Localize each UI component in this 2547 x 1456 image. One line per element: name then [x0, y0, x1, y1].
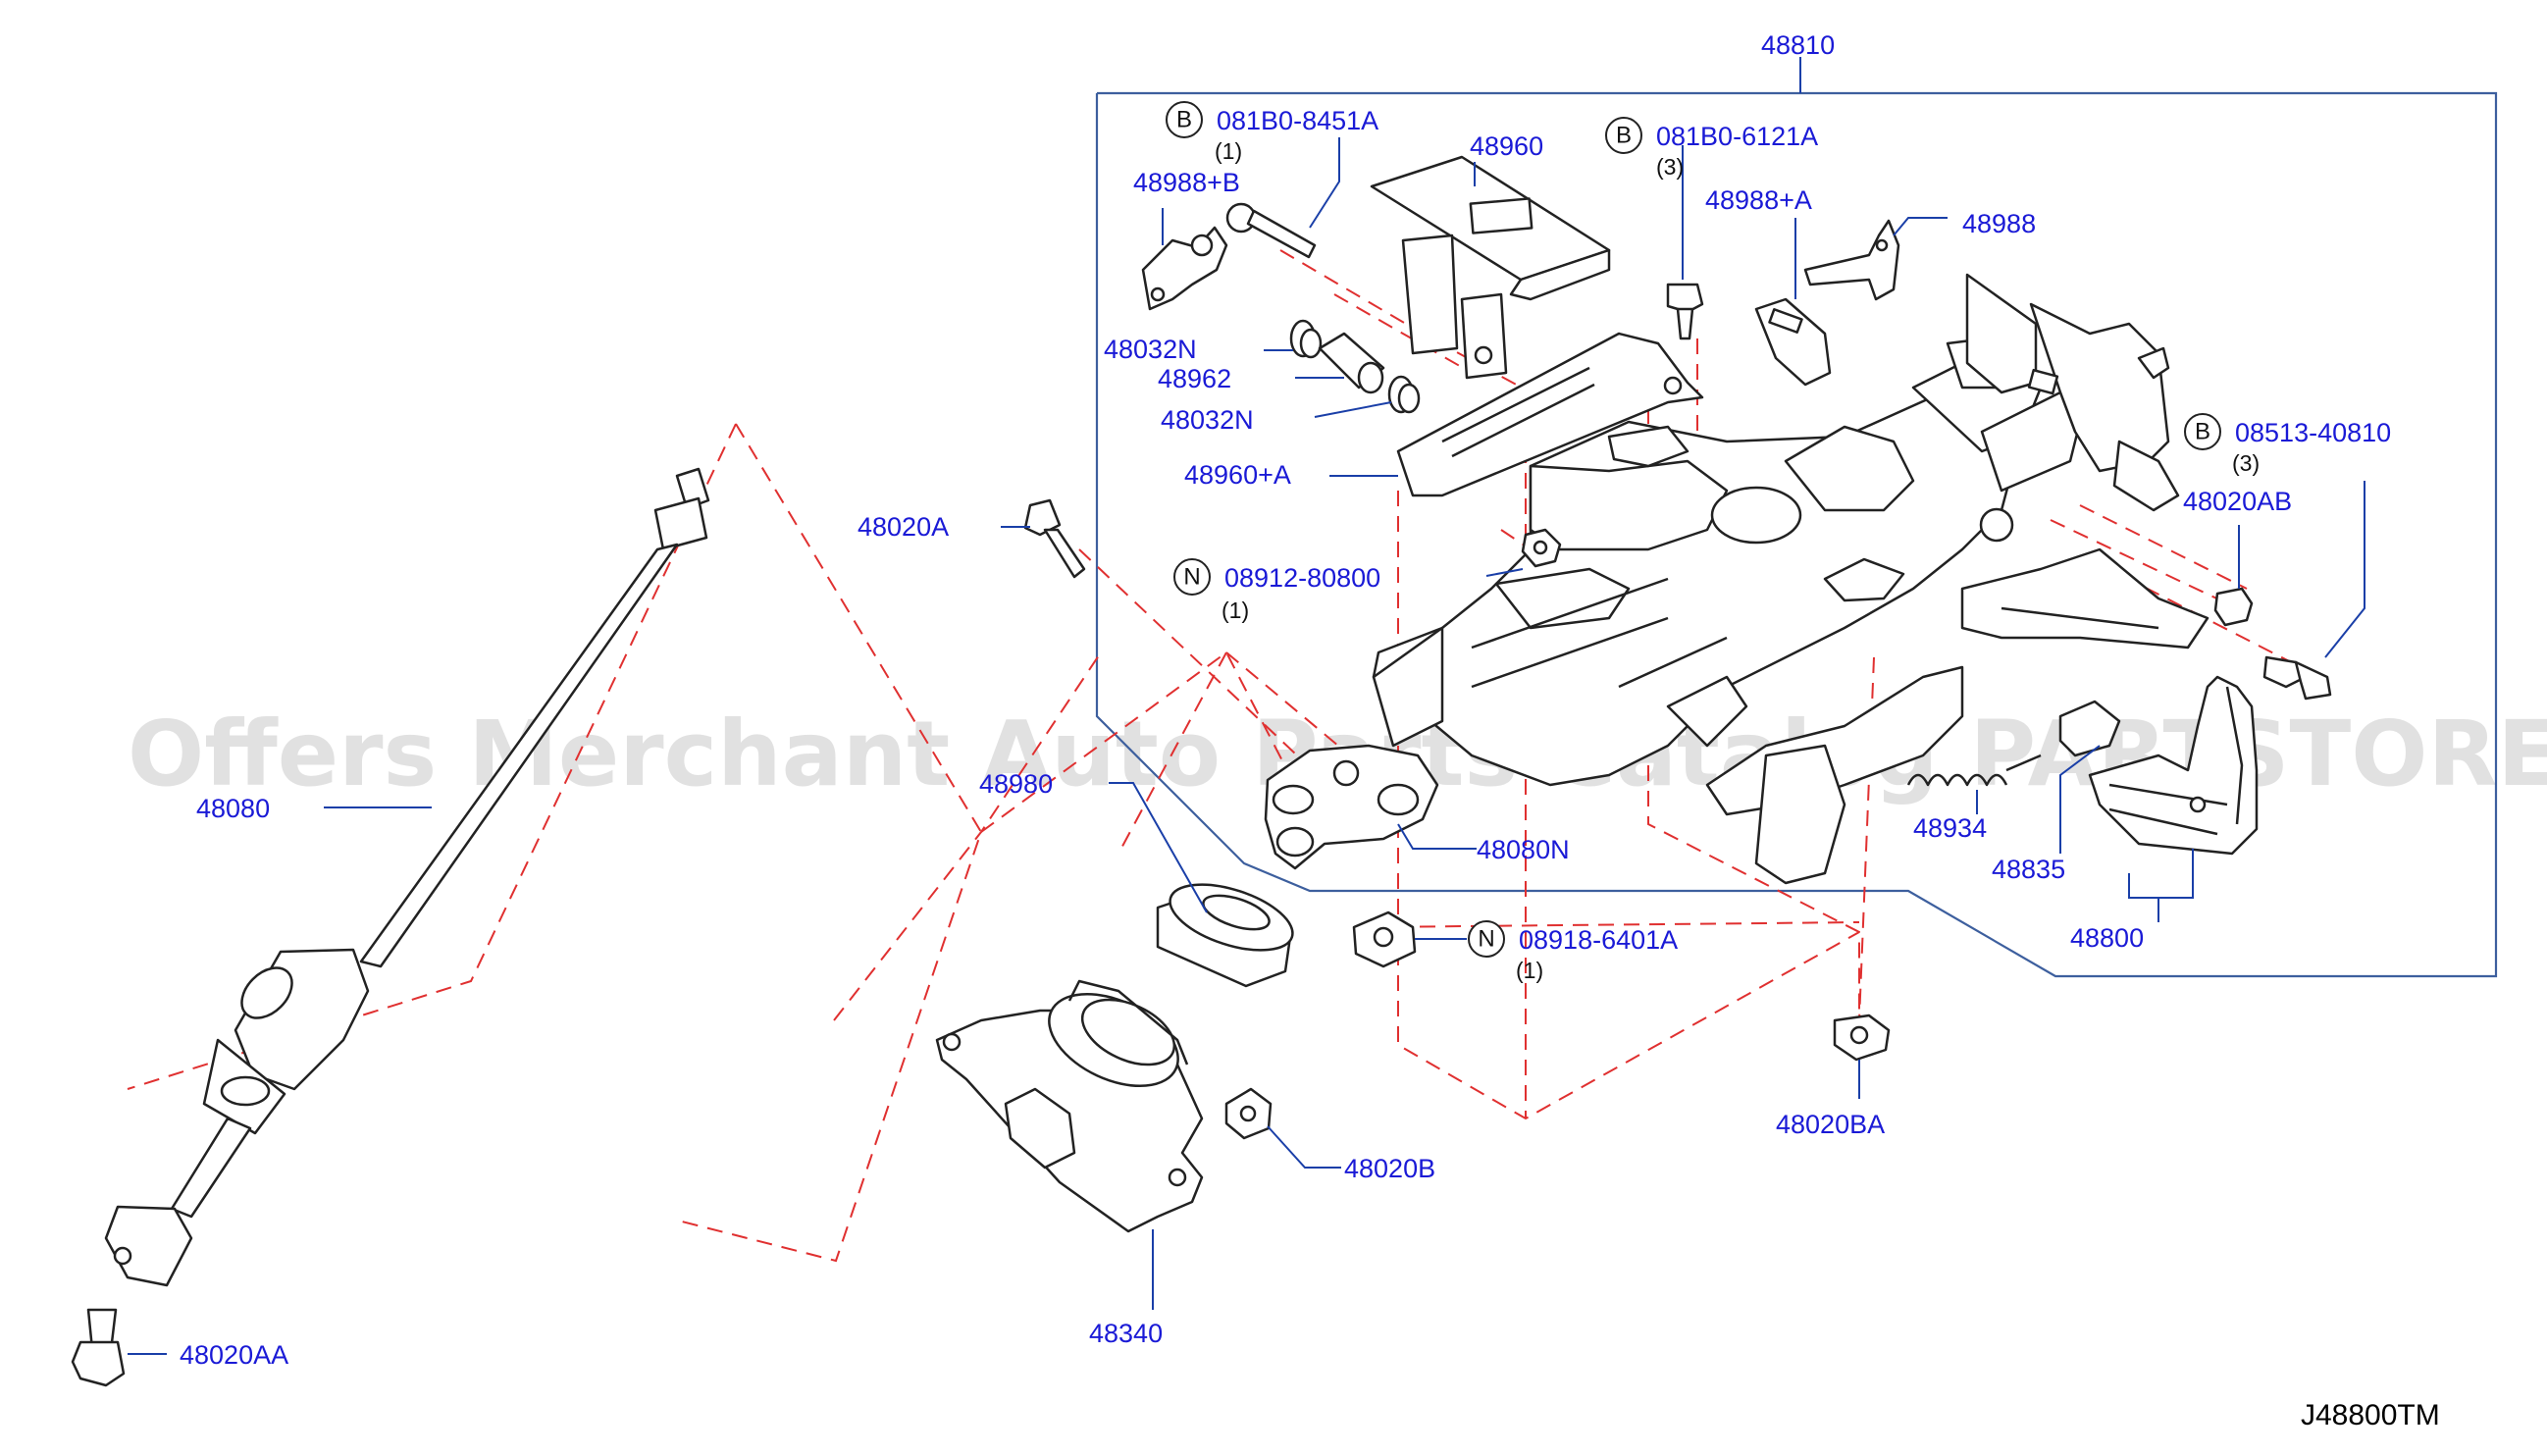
- fastener-callout-f4: N 08912-80800 (1): [1173, 558, 1380, 623]
- nut-symbol-icon: [1468, 920, 1505, 958]
- bracket-48988-plus-b: [1141, 226, 1228, 311]
- fastener-symbol: B: [2195, 419, 2210, 445]
- nut-08918-6401a: [1352, 910, 1417, 968]
- label-48988-plus-a: 48988+A: [1705, 185, 1812, 215]
- label-48835: 48835: [1992, 855, 2065, 884]
- nut-08912-80800: [1521, 528, 1562, 568]
- label-48032n-bottom: 48032N: [1161, 405, 1254, 435]
- lock-lever-48800: [2088, 675, 2259, 856]
- bracket-48960: [1370, 155, 1611, 380]
- label-48962: 48962: [1158, 364, 1231, 393]
- label-48020b: 48020B: [1344, 1154, 1435, 1183]
- label-48340: 48340: [1089, 1319, 1163, 1348]
- bolt-symbol-icon: [2184, 413, 2221, 450]
- leader-f4: [1485, 568, 1524, 577]
- bracket-48960-plus-a: [1396, 332, 1704, 497]
- seal-48980: [1156, 883, 1294, 988]
- fastener-qty: (1): [1215, 138, 1242, 164]
- label-48960-plus-a: 48960+A: [1184, 460, 1291, 490]
- leader-48980: [1109, 782, 1208, 913]
- leader-f3: [2324, 481, 2365, 658]
- label-48980: 48980: [979, 769, 1053, 799]
- label-48960: 48960: [1470, 131, 1543, 161]
- fastener-qty: (1): [1222, 598, 1249, 623]
- fastener-qty: (3): [2232, 450, 2260, 476]
- assembly-frame-48810: [1095, 91, 2498, 978]
- fastener-code: 081B0-8451A: [1217, 106, 1378, 135]
- bolt-48020a: [1023, 498, 1086, 579]
- bolt-symbol-icon: [1605, 117, 1642, 154]
- fastener-code: 081B0-6121A: [1656, 122, 1818, 151]
- leader-48032n-bottom: [1314, 401, 1392, 418]
- label-48020ab: 48020AB: [2183, 487, 2292, 516]
- leader-48080n: [1397, 823, 1477, 850]
- fastener-qty: (1): [1516, 958, 1543, 983]
- boot-48340: [935, 979, 1204, 1233]
- nut-48020b: [1224, 1087, 1273, 1140]
- label-48020aa: 48020AA: [180, 1340, 288, 1370]
- label-48080n: 48080N: [1477, 835, 1570, 864]
- nut-48020ab: [2213, 587, 2254, 627]
- clip-48988-plus-a: [1754, 297, 1832, 387]
- lever-48835: [2058, 700, 2121, 757]
- label-48020ba: 48020BA: [1776, 1110, 1885, 1139]
- label-48032n-top: 48032N: [1104, 335, 1197, 364]
- leader-f1: [1309, 137, 1340, 229]
- leader-48020b: [1267, 1125, 1341, 1169]
- bolt-08513-40810: [2262, 655, 2332, 701]
- fastener-qty: (3): [1656, 154, 1684, 180]
- fastener-callout-f2: B 081B0-6121A (3): [1605, 117, 1818, 180]
- bracket-48988: [1803, 219, 1900, 301]
- label-48934: 48934: [1913, 813, 1987, 843]
- label-48080: 48080: [196, 794, 270, 823]
- fastener-symbol: B: [1176, 107, 1192, 133]
- fastener-symbol: B: [1616, 123, 1632, 149]
- diagram-code: J48800TM: [2301, 1399, 2440, 1431]
- leader-48800-a: [2128, 849, 2194, 899]
- nut-48020ba: [1833, 1014, 1891, 1062]
- collar-48032n-top: [1289, 319, 1323, 359]
- spring-48934: [1906, 754, 2042, 787]
- fastener-callout-f1: B 081B0-8451A (1): [1166, 101, 1378, 164]
- label-48988: 48988: [1962, 209, 2036, 238]
- nut-symbol-icon: [1173, 558, 1211, 596]
- fastener-code: 08918-6401A: [1519, 925, 1678, 955]
- steering-column-48810: [1372, 273, 2209, 885]
- leader-48988: [1893, 217, 1948, 236]
- label-48020a: 48020A: [858, 512, 949, 542]
- leader-48835: [2059, 745, 2101, 854]
- fastener-code: 08912-80800: [1224, 563, 1380, 593]
- fastener-callout-f5: N 08918-6401A (1): [1468, 920, 1678, 983]
- fastener-symbol: N: [1183, 564, 1200, 591]
- label-48800: 48800: [2070, 923, 2144, 953]
- bolt-081b0-8451a: [1225, 202, 1317, 259]
- fastener-code: 08513-40810: [2235, 418, 2391, 447]
- phantom-lines: [127, 249, 2302, 1263]
- intermediate-shaft-48080: [71, 467, 710, 1387]
- bolt-symbol-icon: [1166, 101, 1203, 138]
- fastener-symbol: N: [1478, 926, 1494, 953]
- label-48810: 48810: [1761, 30, 1835, 60]
- bolt-081b0-6121a: [1666, 283, 1704, 340]
- collar-48032n-bottom: [1387, 375, 1421, 414]
- label-48988-plus-b: 48988+B: [1133, 168, 1240, 197]
- fastener-callout-f3: B 08513-40810 (3): [2184, 413, 2391, 476]
- spacer-48962: [1318, 332, 1385, 394]
- joint-48080n: [1264, 744, 1439, 870]
